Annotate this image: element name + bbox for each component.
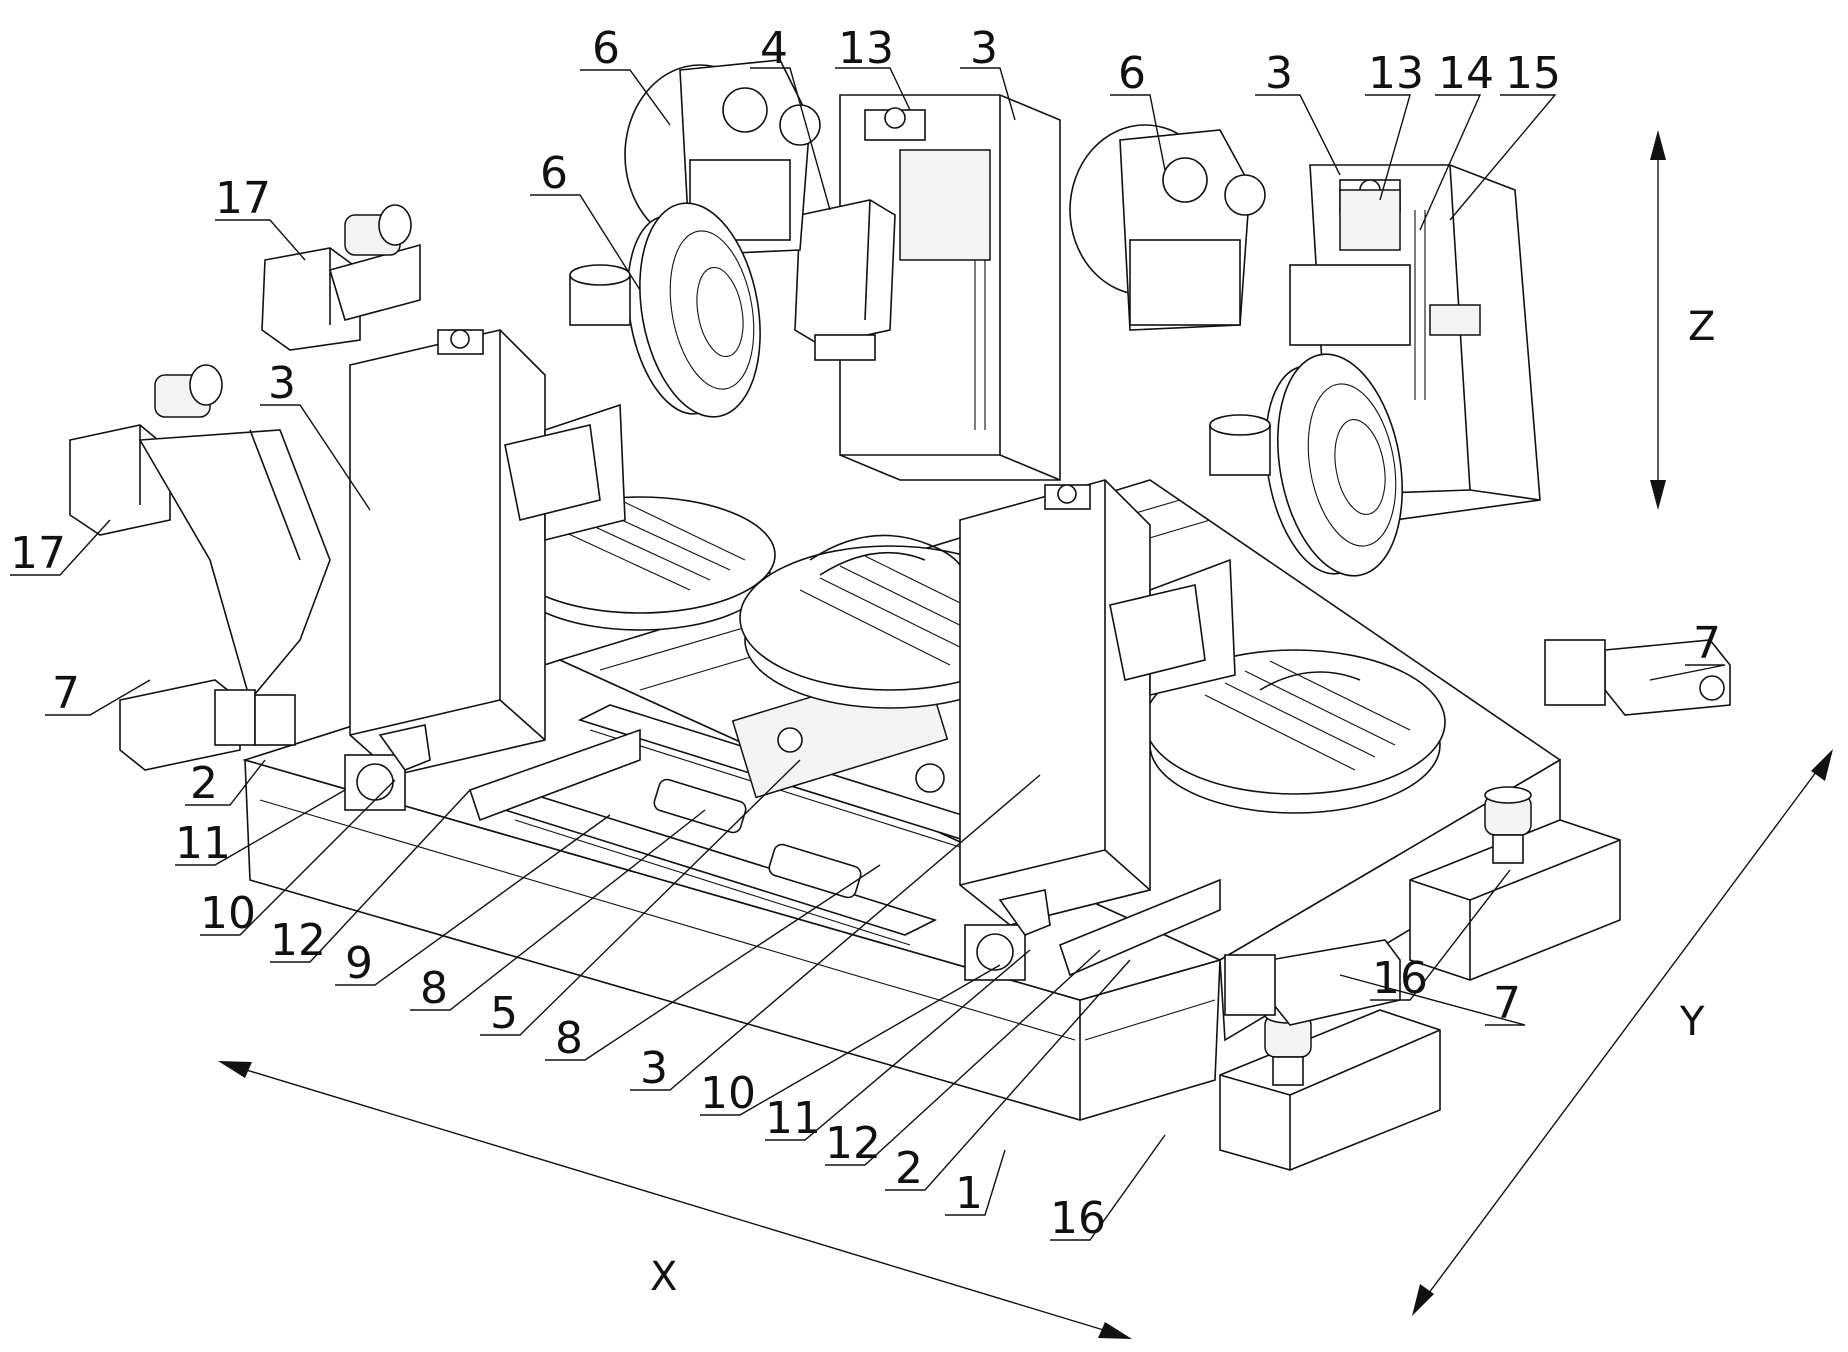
servo-motor-left <box>119 679 296 771</box>
callout-8: 8 <box>555 1013 583 1064</box>
callout-17: 17 <box>215 173 271 224</box>
callout-3: 3 <box>268 358 296 409</box>
spindle-head-right <box>1289 189 1481 400</box>
callout-6: 6 <box>1118 48 1146 99</box>
callout-1: 1 <box>955 1168 983 1219</box>
servo-motor-front <box>1224 939 1401 1026</box>
callout-13: 13 <box>838 23 894 74</box>
callout-labels: 6 4 13 3 6 3 13 14 15 6 17 3 17 7 2 11 1… <box>10 23 1721 1244</box>
spindle-head-left <box>794 149 991 430</box>
callout-11: 11 <box>765 1093 821 1144</box>
callout-12: 12 <box>270 915 326 966</box>
callout-4: 4 <box>760 23 788 74</box>
motor-small-right <box>1209 414 1271 476</box>
callout-leaders <box>10 67 1726 1241</box>
x-axis-label: X <box>650 1254 677 1300</box>
callout-9: 9 <box>345 938 373 989</box>
callout-16: 16 <box>1050 1193 1106 1244</box>
chip-conveyor-lower <box>69 364 331 702</box>
grinding-wheel-right <box>1264 353 1404 577</box>
gearbox-center <box>964 889 1051 981</box>
callout-8: 8 <box>420 963 448 1014</box>
callout-3: 3 <box>970 23 998 74</box>
chip-conveyor-upper <box>261 204 421 351</box>
column-front-left <box>349 329 641 822</box>
callout-6: 6 <box>540 148 568 199</box>
axis-indicators: X Y Z <box>218 130 1833 1339</box>
z-axis-arrow <box>1650 130 1666 510</box>
y-axis-label: Y <box>1679 999 1705 1045</box>
callout-7: 7 <box>52 668 80 719</box>
callout-6: 6 <box>592 23 620 74</box>
servo-motor-right <box>1544 639 1731 716</box>
callout-3: 3 <box>640 1043 668 1094</box>
callout-12: 12 <box>825 1118 881 1169</box>
column-front-center <box>959 479 1236 977</box>
callout-7: 7 <box>1493 978 1521 1029</box>
column-rear-left <box>839 94 1061 481</box>
callout-13: 13 <box>1368 48 1424 99</box>
callout-10: 10 <box>700 1068 756 1119</box>
callout-2: 2 <box>895 1143 923 1194</box>
callout-14: 14 <box>1438 48 1494 99</box>
callout-16: 16 <box>1372 953 1428 1004</box>
callout-7: 7 <box>1693 618 1721 669</box>
coolant-tank-right <box>1409 786 1621 981</box>
wheel-head-top-right <box>1069 124 1266 331</box>
callout-5: 5 <box>490 988 518 1039</box>
motor-small-left <box>569 264 631 326</box>
callout-2: 2 <box>190 758 218 809</box>
rotary-table-right <box>1144 649 1446 814</box>
callout-11: 11 <box>175 818 231 869</box>
callout-3: 3 <box>1265 48 1293 99</box>
z-axis-label: Z <box>1688 304 1715 350</box>
coolant-tank-front <box>1219 1006 1441 1171</box>
callout-10: 10 <box>200 888 256 939</box>
callout-17: 17 <box>10 528 66 579</box>
callout-15: 15 <box>1505 48 1561 99</box>
machine-drawing <box>69 59 1731 1171</box>
y-axis-arrow <box>1412 749 1833 1316</box>
x-axis-arrow <box>218 1061 1132 1339</box>
